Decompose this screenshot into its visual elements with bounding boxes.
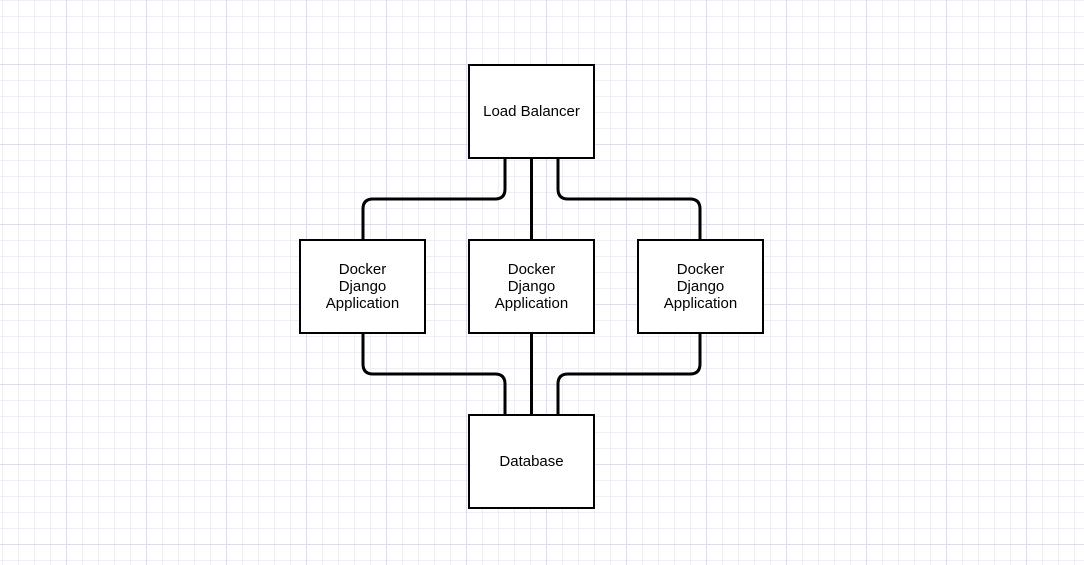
app-node-3-label: Docker Django Application: [663, 261, 738, 312]
docker-django-app-node-2[interactable]: Docker Django Application: [468, 239, 595, 334]
edge-load-balancer-to-app-1: [361, 159, 507, 239]
docker-django-app-node-1[interactable]: Docker Django Application: [299, 239, 426, 334]
edge-app-3-to-database: [556, 334, 702, 414]
docker-django-app-node-3[interactable]: Docker Django Application: [637, 239, 764, 334]
edge-load-balancer-to-app-3: [556, 159, 702, 239]
app-node-1-label: Docker Django Application: [325, 261, 400, 312]
load-balancer-node[interactable]: Load Balancer: [468, 64, 595, 159]
app-node-2-label: Docker Django Application: [494, 261, 569, 312]
edge-app-1-to-database: [361, 334, 507, 414]
database-node[interactable]: Database: [468, 414, 595, 509]
database-label: Database: [499, 453, 564, 470]
load-balancer-label: Load Balancer: [483, 103, 580, 120]
